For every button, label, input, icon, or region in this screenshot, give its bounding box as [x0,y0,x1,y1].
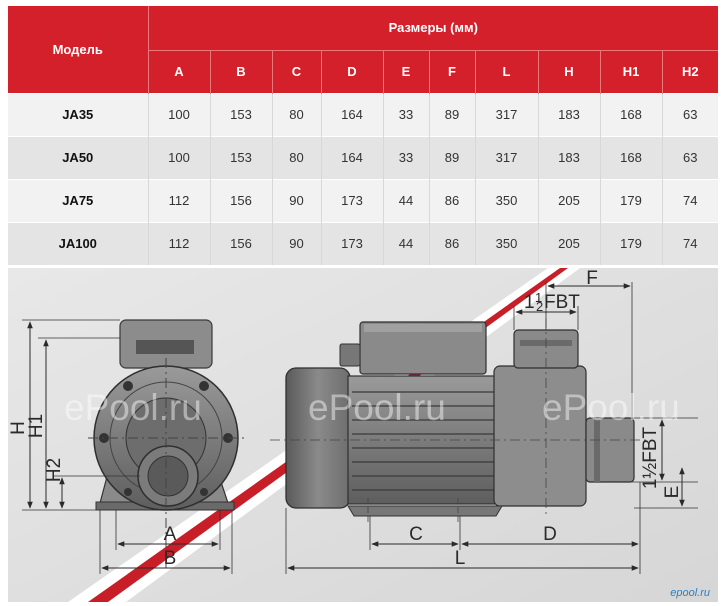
value-cell-b: 153 [209,135,272,179]
column-header-l: L [474,49,538,93]
model-cell: JA75 [8,178,148,222]
label-H1: H1 [26,414,47,438]
value-cell-e: 44 [382,221,429,265]
value-cell-a: 100 [147,92,210,136]
value-cell-l: 317 [474,135,538,179]
label-C: C [409,524,423,545]
value-cell-h: 205 [537,178,600,222]
value-cell-h2: 63 [661,135,719,179]
value-cell-e: 33 [382,135,429,179]
value-cell-l: 350 [474,178,538,222]
value-cell-c: 80 [271,135,321,179]
watermark-1: ePool.ru [64,387,202,428]
front-dimensions: H H1 H2 A B [8,319,233,574]
value-cell-a: 112 [147,178,210,222]
value-cell-d: 164 [320,92,383,136]
value-cell-h2: 74 [661,178,719,222]
column-header-h: H [537,49,600,93]
front-view [88,319,248,568]
model-cell: JA50 [8,135,148,179]
side-dimensions: F 1 1 2 FBT 1½FBT E C [285,268,698,574]
value-cell-b: 153 [209,92,272,136]
value-cell-l: 317 [474,92,538,136]
value-cell-d: 173 [320,221,383,265]
value-cell-h: 183 [537,135,600,179]
value-cell-h2: 63 [661,92,719,136]
value-cell-h1: 168 [599,135,662,179]
value-cell-h: 183 [537,92,600,136]
value-cell-h: 205 [537,221,600,265]
label-A: A [164,524,177,545]
value-cell-a: 100 [147,135,210,179]
column-header-d: D [320,49,383,93]
column-header-h2: H2 [661,49,719,93]
label-D: D [543,524,557,545]
column-header-b: B [209,49,272,93]
label-L: L [455,548,466,569]
column-header-f: F [428,49,475,93]
model-cell: JA35 [8,92,148,136]
value-cell-f: 89 [428,92,475,136]
model-cell: JA100 [8,221,148,265]
column-header-a: A [148,49,210,93]
value-cell-c: 90 [271,178,321,222]
side-view [270,298,648,524]
pump-drawing: H H1 H2 A B [8,268,718,602]
value-cell-e: 44 [382,178,429,222]
column-header-h1: H1 [599,49,662,93]
label-E: E [662,486,683,499]
column-header-c: C [271,49,321,93]
value-cell-e: 33 [382,92,429,136]
value-cell-l: 350 [474,221,538,265]
svg-text:1: 1 [535,290,542,305]
pump-drawing-svg: H H1 H2 A B [8,268,718,602]
watermark-3: ePool.ru [542,387,680,428]
header-model: Модель [8,6,149,93]
value-cell-a: 112 [147,221,210,265]
header-dimensions: Размеры (мм) [148,6,719,50]
svg-text:2: 2 [536,299,543,314]
value-cell-f: 89 [428,135,475,179]
value-cell-d: 173 [320,178,383,222]
label-B: B [164,548,177,569]
svg-text:1: 1 [524,292,535,313]
label-F: F [586,268,598,289]
value-cell-b: 156 [209,221,272,265]
value-cell-h1: 179 [599,178,662,222]
label-H: H [8,421,29,435]
value-cell-h1: 168 [599,92,662,136]
value-cell-b: 156 [209,178,272,222]
watermark-2: ePool.ru [308,387,446,428]
label-thread-side: 1½FBT [640,426,661,489]
value-cell-f: 86 [428,221,475,265]
label-H2: H2 [44,458,65,482]
label-thread-top: 1 1 2 FBT [524,290,580,314]
value-cell-d: 164 [320,135,383,179]
value-cell-c: 90 [271,221,321,265]
value-cell-c: 80 [271,92,321,136]
value-cell-h2: 74 [661,221,719,265]
epool-logo: epool.ru [670,587,710,599]
column-header-e: E [382,49,429,93]
value-cell-f: 86 [428,178,475,222]
svg-text:FBT: FBT [544,292,580,313]
value-cell-h1: 179 [599,221,662,265]
